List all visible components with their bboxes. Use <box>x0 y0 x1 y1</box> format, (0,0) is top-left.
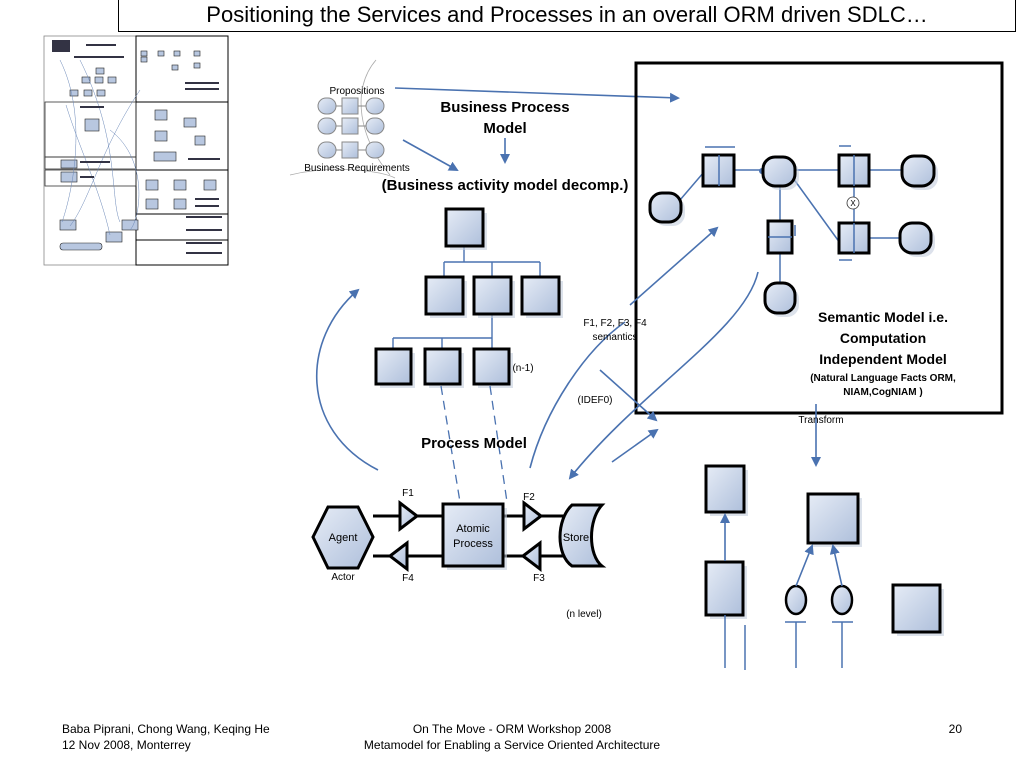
sub-activity-box <box>374 347 413 386</box>
transform-label: Transform <box>798 415 843 426</box>
entity-type <box>900 154 936 188</box>
decomp-label: (Business activity model decomp.) <box>382 177 629 194</box>
business-requirements-label: Business Requirements <box>304 163 410 174</box>
idef0-arrow <box>599 369 658 422</box>
footer-paper: Metamodel for Enabling a Service Oriente… <box>363 738 661 752</box>
propositions-arrow <box>394 87 680 103</box>
atomic-process-diagram <box>311 499 607 573</box>
entity-type <box>648 191 683 224</box>
footer-left: Baba Piprani, Chong Wang, Keqing He 12 N… <box>62 721 270 753</box>
activity-box <box>424 275 465 316</box>
semantics-arrow <box>629 226 719 306</box>
semantic-subtitle-line2: NIAM,CogNIAM ) <box>843 387 922 398</box>
exclusion-marker: X <box>850 199 856 208</box>
flow-f3-triangle <box>520 539 542 573</box>
semantics-return-arrow <box>568 271 759 480</box>
store-shape <box>558 503 607 568</box>
semantics-label-line1: F1, F2, F3, F4 <box>583 318 647 329</box>
n-level-label: (n level) <box>566 609 602 620</box>
f3-label: F3 <box>533 573 545 584</box>
atomic-process-box <box>441 502 505 568</box>
semantic-title-line2: Computation <box>840 330 926 346</box>
root-activity-box <box>444 207 485 248</box>
store-label: Store <box>563 532 589 544</box>
bpm-title-line1: Business Process <box>440 99 569 116</box>
footer-event: On The Move - ORM Workshop 2008 <box>412 722 612 736</box>
semantics-label-line2: semantics <box>592 332 637 343</box>
footer-authors: Baba Piprani, Chong Wang, Keqing He <box>62 722 270 736</box>
semantic-title-line1: Semantic Model i.e. <box>818 309 948 325</box>
flow-f4-triangle <box>387 539 409 573</box>
footer-date-place: 12 Nov 2008, Monterrey <box>62 738 191 752</box>
activity-hierarchy <box>374 207 563 388</box>
f1-label: F1 <box>402 488 414 499</box>
feedback-arc-arrow <box>316 288 379 471</box>
bpm-title-line2: Model <box>483 120 526 137</box>
f4-label: F4 <box>402 573 414 584</box>
flow-f1-triangle <box>398 499 420 533</box>
process-model-label: Process Model <box>421 435 527 452</box>
semantic-title-line3: Independent Model <box>819 351 947 367</box>
activity-box <box>472 275 513 316</box>
propositions-label: Propositions <box>329 86 384 97</box>
exclusion-constraint-icon <box>846 196 860 210</box>
requirements-arrow <box>402 139 459 171</box>
process-to-semantic-arrow <box>611 428 659 463</box>
actor-label: Actor <box>331 572 355 583</box>
page-number: 20 <box>948 722 962 736</box>
flow-f2-triangle <box>522 499 544 533</box>
overview-thumbnail <box>43 35 229 266</box>
sub-activity-box <box>423 347 462 386</box>
f2-label: F2 <box>523 492 535 503</box>
atomic-label-line2: Process <box>453 538 493 550</box>
platform-model-diagram <box>704 464 944 670</box>
semantic-subtitle-line1: (Natural Language Facts ORM, <box>810 373 956 384</box>
agent-label: Agent <box>329 532 358 544</box>
semantics-curve <box>529 321 626 469</box>
agent-hexagon <box>311 505 375 570</box>
slide-title: Positioning the Services and Processes i… <box>118 0 1016 32</box>
entity-type <box>763 281 797 315</box>
business-requirements-cluster: Propositions Business Requirements <box>289 59 410 179</box>
idef0-label: (IDEF0) <box>578 395 613 406</box>
entity-type <box>898 221 933 255</box>
activity-box <box>520 275 561 316</box>
atomic-label-line1: Atomic <box>456 523 490 535</box>
semantic-model-frame <box>634 61 1004 415</box>
entity-type <box>761 155 797 188</box>
footer-center: On The Move - ORM Workshop 2008 Metamode… <box>312 721 712 753</box>
n-minus-1-label: (n-1) <box>512 363 533 374</box>
sub-activity-box <box>472 347 511 386</box>
orm-fact-diagram: X <box>648 145 938 317</box>
